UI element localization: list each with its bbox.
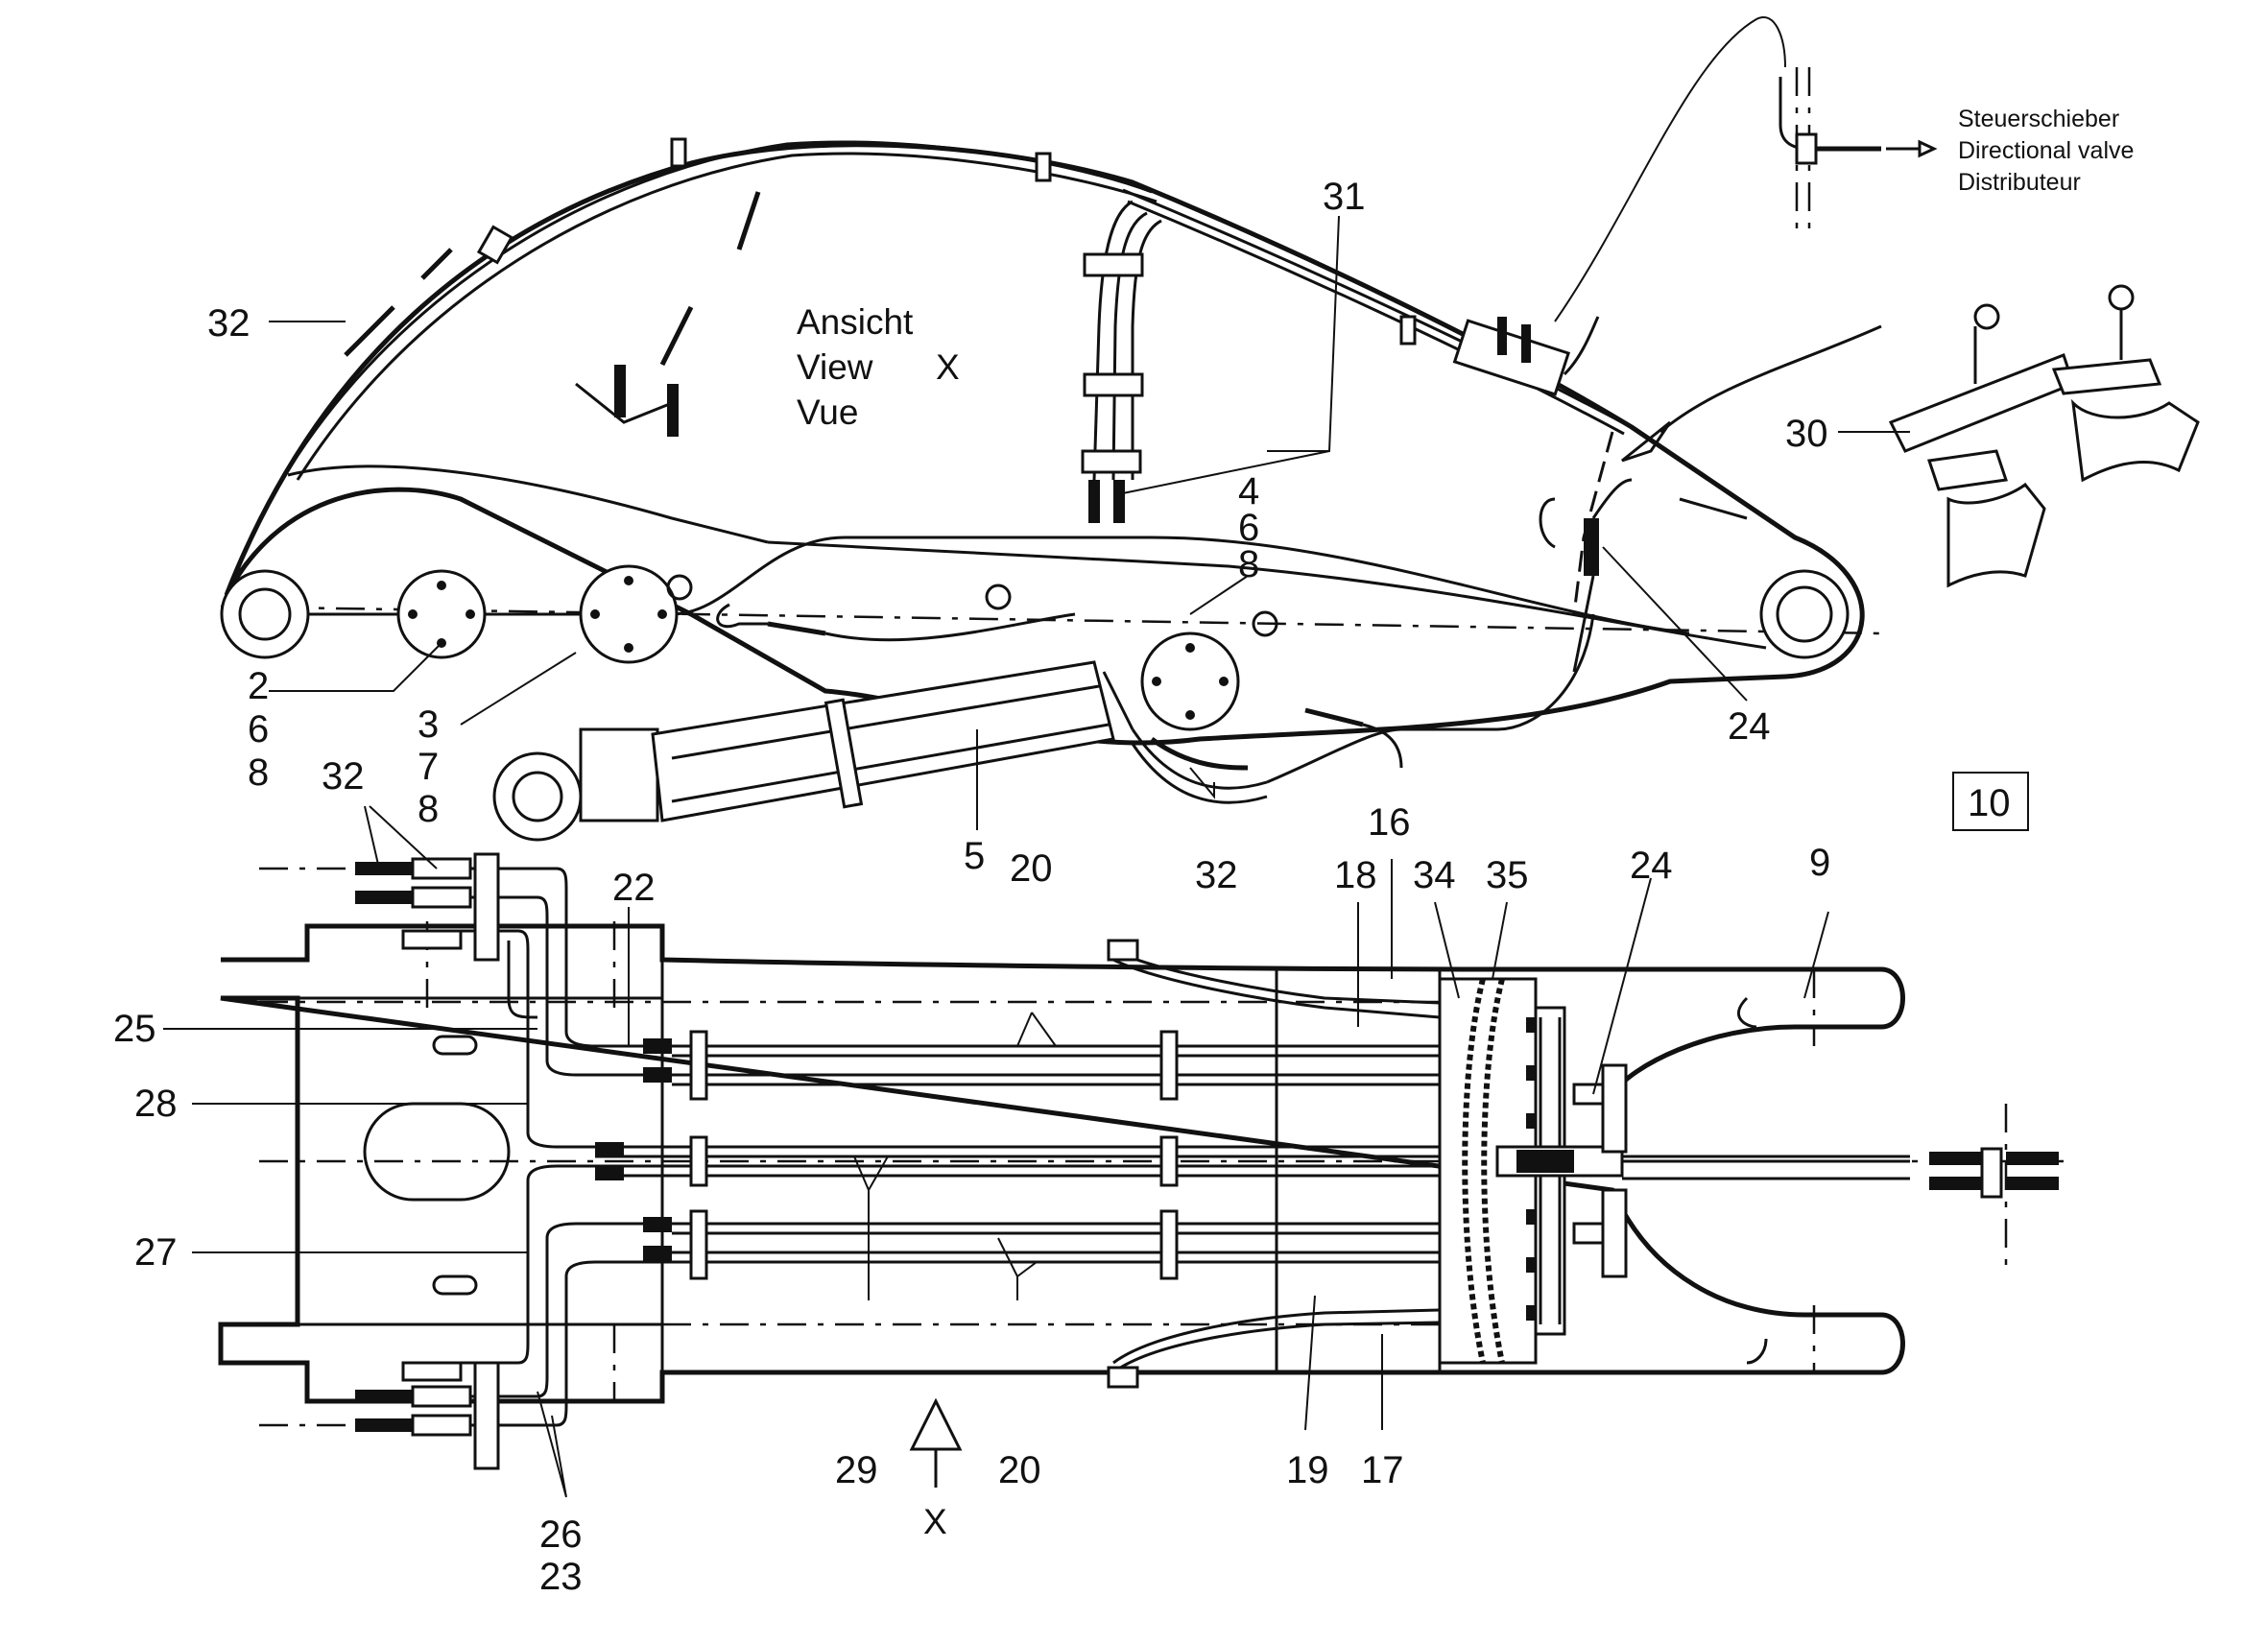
clamp-icon [689,1135,708,1187]
callout-20-top: 20 [1010,847,1053,890]
clamp-icon [1083,252,1144,277]
clamp-icon [476,225,514,265]
callout-7: 7 [418,746,439,788]
left-fittings [355,852,500,1470]
valve-block-icon [1452,319,1570,396]
valve-label: Steuerschieber Directional valve Distrib… [1958,106,2134,196]
flange-2-icon [396,569,487,659]
callout-18: 18 [1334,854,1377,896]
callout-27: 27 [134,1231,178,1274]
boom-plan-view [218,852,2064,1488]
tube-run [595,1030,1459,1280]
callout-32-mid: 32 [1195,854,1238,896]
callout-23: 23 [539,1556,583,1598]
clamp-icon [1159,1135,1179,1187]
clamp-icon [1035,152,1052,182]
flange-4-icon [1140,631,1240,731]
view-label: Ansicht View X Vue [797,302,960,432]
leader-lines [163,215,1910,1498]
boom-tip-pin-icon [1759,569,1850,659]
callout-5: 5 [964,835,985,877]
clamp-icon [670,137,687,168]
right-fittings [1622,1147,2059,1199]
view-arrow-icon [909,1397,963,1451]
clamp-icon [1159,1030,1179,1101]
view-arrow-label: X [923,1502,947,1541]
callout-28: 28 [134,1083,178,1125]
callout-16: 16 [1368,801,1411,844]
clamp-icon [1083,372,1144,397]
callout-8a: 8 [1238,543,1259,585]
bracket-hardware [1888,284,2200,588]
callout-35: 35 [1486,854,1529,896]
view-label-id: X [936,347,960,387]
callout-24-top: 24 [1728,705,1771,748]
manifold-block [1438,977,1910,1365]
page-number: 10 [1968,782,2011,824]
callout-8b: 8 [248,751,269,794]
callout-26: 26 [539,1513,583,1556]
callout-25: 25 [113,1008,156,1050]
callout-32-left: 32 [322,755,365,798]
flange-3-icon [579,564,679,664]
directional-valve-detail [1779,67,1938,230]
callout-31: 31 [1323,176,1366,218]
callout-24-bot: 24 [1630,845,1673,887]
valve-label-fr: Distributeur [1958,169,2081,196]
callout-3: 3 [418,703,439,746]
valve-label-en: Directional valve [1958,137,2134,164]
callout-22: 22 [612,867,656,909]
hydraulic-cylinder [492,660,1134,842]
callout-6b: 6 [248,708,269,751]
callout-30: 30 [1785,413,1828,455]
callout-20-bot: 20 [998,1449,1041,1491]
clamp-icon [689,1209,708,1280]
boom-side-view [220,16,2200,842]
callout-9: 9 [1809,842,1830,884]
callout-19: 19 [1286,1449,1329,1491]
callout-6a: 6 [1238,507,1259,549]
callout-29: 29 [835,1449,878,1491]
view-label-line3: Vue [797,393,858,432]
view-label-line1: Ansicht [797,302,914,342]
callout-4: 4 [1238,470,1259,512]
boom-foot-pin-icon [220,569,310,659]
clamp-icon [1159,1209,1179,1280]
callouts: 31 32 4 6 8 30 24 2 6 8 3 7 8 5 32 16 32… [113,176,1830,1598]
clamp-icon [1399,315,1417,345]
clamp-icon [689,1030,708,1101]
clamp-icon [1081,449,1142,474]
page-number-box: 10 [1952,772,2029,831]
callout-8c: 8 [418,788,439,830]
view-label-line2: View [797,347,873,387]
callout-2: 2 [248,665,269,707]
valve-label-de: Steuerschieber [1958,106,2119,132]
callout-34: 34 [1413,854,1456,896]
callout-17: 17 [1361,1449,1404,1491]
hose-pair-31 [1081,200,1162,523]
callout-32-top: 32 [207,302,251,345]
